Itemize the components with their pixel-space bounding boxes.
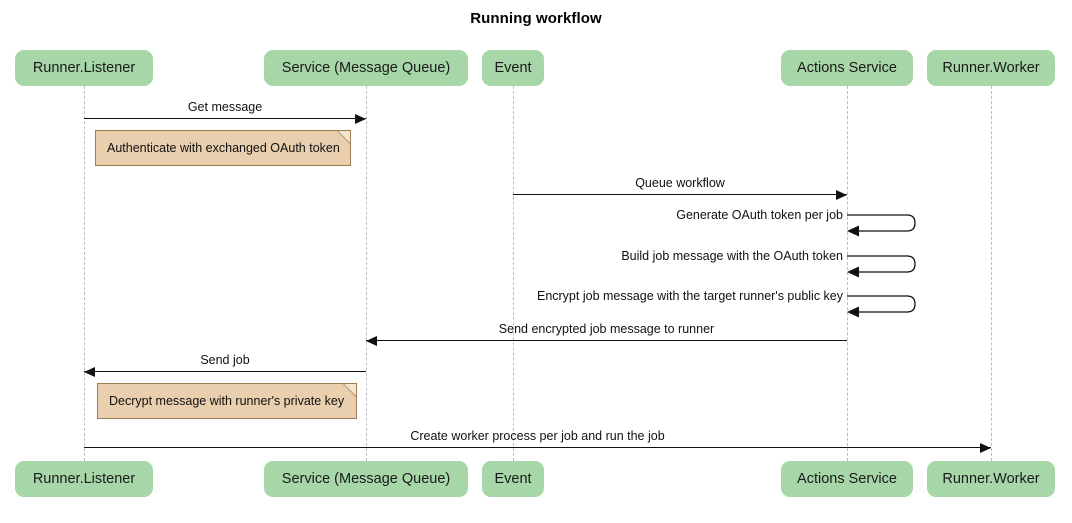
participant-footer-runner-listener-footer[interactable]: Runner.Listener bbox=[15, 461, 153, 497]
participant-footer-runner-worker-footer[interactable]: Runner.Worker bbox=[927, 461, 1055, 497]
participant-event-label: Event bbox=[494, 59, 532, 76]
message-label-get-message: Get message bbox=[187, 100, 263, 114]
self-message-path-generate-oauth-token bbox=[847, 214, 916, 237]
lifeline-actions-service bbox=[847, 86, 848, 461]
self-message-path-build-job-message bbox=[847, 255, 916, 278]
self-message-build-job-message bbox=[847, 240, 931, 288]
message-label-send-job: Send job bbox=[200, 353, 250, 367]
note-authenticate-note: Authenticate with exchanged OAuth token bbox=[95, 130, 351, 166]
message-label-send-encrypted-job-message: Send encrypted job message to runner bbox=[498, 322, 715, 336]
message-label-create-worker-process: Create worker process per job and run th… bbox=[410, 429, 665, 443]
diagram-title: Running workflow bbox=[470, 10, 602, 27]
message-line-get-message bbox=[84, 118, 366, 119]
participant-footer-event-footer-label: Event bbox=[494, 470, 532, 487]
participant-event[interactable]: Event bbox=[482, 50, 544, 86]
participant-actions-service[interactable]: Actions Service bbox=[781, 50, 913, 86]
participant-runner-worker[interactable]: Runner.Worker bbox=[927, 50, 1055, 86]
participant-footer-event-footer[interactable]: Event bbox=[482, 461, 544, 497]
self-message-label-encrypt-job-message: Encrypt job message with the target runn… bbox=[536, 289, 843, 303]
note-text-decrypt-note: Decrypt message with runner's private ke… bbox=[109, 393, 345, 408]
self-message-encrypt-job-message bbox=[847, 280, 931, 328]
participant-footer-runner-listener-footer-label: Runner.Listener bbox=[32, 470, 136, 487]
message-line-create-worker-process bbox=[84, 447, 991, 448]
message-arrowhead-get-message bbox=[355, 113, 366, 124]
participant-service-message-queue-label: Service (Message Queue) bbox=[281, 59, 451, 76]
participant-footer-actions-service-footer[interactable]: Actions Service bbox=[781, 461, 913, 497]
participant-service-message-queue[interactable]: Service (Message Queue) bbox=[264, 50, 468, 86]
lifeline-service-message-queue bbox=[366, 86, 367, 461]
self-message-path-encrypt-job-message bbox=[847, 295, 916, 318]
participant-runner-listener-label: Runner.Listener bbox=[32, 59, 136, 76]
note-text-authenticate-note: Authenticate with exchanged OAuth token bbox=[107, 140, 340, 155]
participant-footer-service-message-queue-footer[interactable]: Service (Message Queue) bbox=[264, 461, 468, 497]
lifeline-event bbox=[513, 86, 514, 461]
participant-footer-service-message-queue-footer-label: Service (Message Queue) bbox=[281, 470, 451, 487]
note-fold-icon bbox=[344, 384, 356, 396]
self-message-label-build-job-message: Build job message with the OAuth token bbox=[621, 249, 843, 263]
self-message-label-generate-oauth-token: Generate OAuth token per job bbox=[676, 208, 843, 222]
message-arrowhead-create-worker-process bbox=[980, 442, 991, 453]
participant-actions-service-label: Actions Service bbox=[797, 59, 897, 76]
note-fold-icon bbox=[338, 131, 350, 143]
note-decrypt-note: Decrypt message with runner's private ke… bbox=[97, 383, 357, 419]
participant-footer-runner-worker-footer-label: Runner.Worker bbox=[942, 470, 1040, 487]
message-arrowhead-queue-workflow bbox=[836, 189, 847, 200]
message-line-queue-workflow bbox=[513, 194, 847, 195]
participant-runner-worker-label: Runner.Worker bbox=[942, 59, 1040, 76]
self-message-generate-oauth-token bbox=[847, 199, 931, 247]
participant-runner-listener[interactable]: Runner.Listener bbox=[15, 50, 153, 86]
message-line-send-encrypted-job-message bbox=[366, 340, 847, 341]
message-arrowhead-send-job bbox=[84, 366, 95, 377]
lifeline-runner-listener bbox=[84, 86, 85, 461]
message-line-send-job bbox=[84, 371, 366, 372]
lifeline-runner-worker bbox=[991, 86, 992, 461]
participant-footer-actions-service-footer-label: Actions Service bbox=[797, 470, 897, 487]
message-arrowhead-send-encrypted-job-message bbox=[366, 335, 377, 346]
message-label-queue-workflow: Queue workflow bbox=[635, 176, 725, 190]
